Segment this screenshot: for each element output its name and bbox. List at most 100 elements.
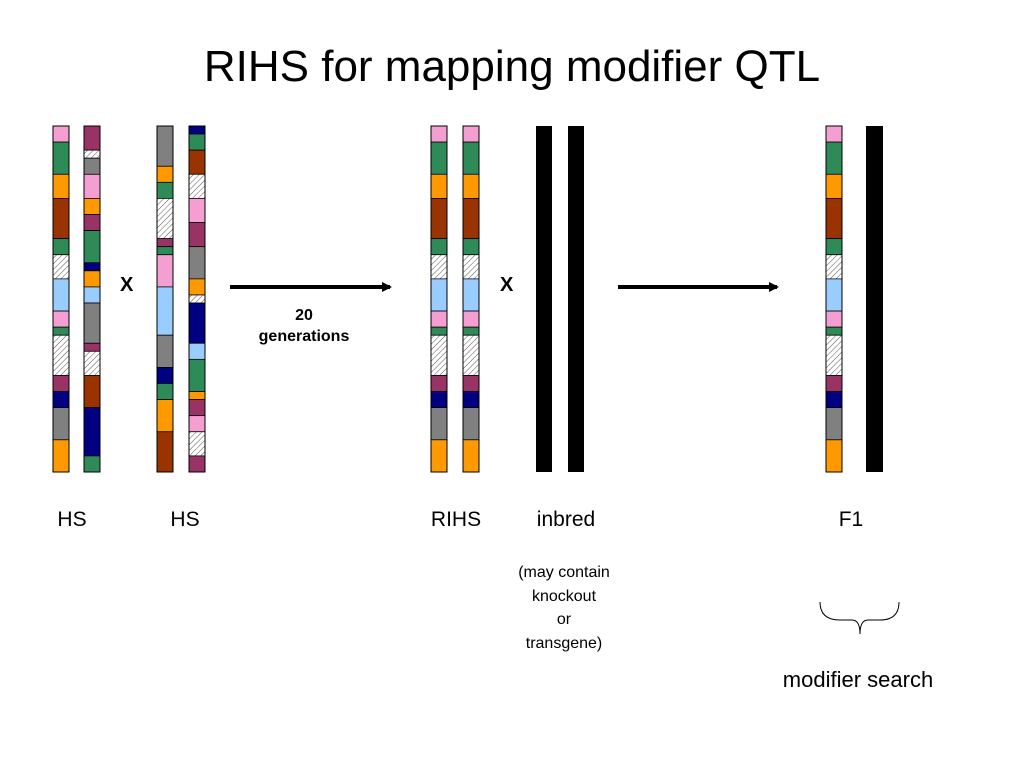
chromosome-segment-orange (156, 399, 174, 433)
chromosome-segment-green (462, 141, 480, 175)
chromosome-segment-hatched (156, 198, 174, 240)
chromosome-segment-hatched (83, 350, 101, 376)
chromosome-segment-hatched (52, 254, 70, 280)
chromosome-outline (430, 125, 448, 473)
chromosome-segment-purple (83, 125, 101, 151)
chromosome-segment-green (156, 383, 174, 400)
chromosome-segment-green (430, 326, 448, 336)
inbred-note-line-3: or (556, 611, 572, 628)
chromosome-segment-pink (825, 310, 843, 328)
chromosome-segment-pink (83, 173, 101, 199)
chromosome-segment-brown (188, 149, 206, 175)
chromosome-segment-navy (83, 407, 101, 457)
chromosome-segment-green (430, 238, 448, 256)
chromosome-segment-green (83, 230, 101, 264)
chromosome-segment-gray (52, 407, 70, 441)
modifier-search-label: modifier search (782, 667, 934, 692)
chromosome-segment-orange (462, 173, 480, 199)
generations-count: 20 (295, 307, 313, 324)
hs-chromosome-1-left (52, 125, 70, 473)
chromosome-segment-gray (825, 407, 843, 441)
chromosome-segment-green (188, 133, 206, 151)
chromosome-segment-pink (52, 310, 70, 328)
chromosome-segment-hatched (52, 334, 70, 376)
chromosome-segment-lightblue (430, 278, 448, 312)
chromosome-segment-orange (430, 173, 448, 199)
chromosome-segment-hatched (188, 294, 206, 304)
chromosome-outline (188, 125, 206, 473)
rihs-chromosome-left (430, 125, 448, 473)
chromosome-outline (83, 125, 101, 473)
chromosome-segment-green (825, 326, 843, 336)
chromosome-segment-brown (430, 198, 448, 240)
chromosome-segment-gray (188, 246, 206, 280)
chromosome-segment-orange (825, 173, 843, 199)
chromosome-segment-hatched (825, 254, 843, 280)
chromosome-segment-gray (156, 334, 174, 368)
chromosome-segment-purple (188, 222, 206, 248)
chromosome-segment-brown (825, 198, 843, 240)
chromosome-segment-orange (83, 198, 101, 215)
chromosome-segment-green (462, 326, 480, 336)
cross-symbol-inbred: X (500, 274, 514, 296)
chromosome-segment-orange (52, 173, 70, 199)
inbred-note-line-4: transgene) (525, 634, 603, 652)
chromosome-segment-gray (83, 302, 101, 344)
chromosome-segment-navy (188, 302, 206, 344)
cross-symbol-hs: X (120, 274, 134, 296)
chromosome-segment-green (52, 326, 70, 336)
inbred-note-line-1: (may contain (518, 564, 610, 581)
chromosome-segment-brown (83, 375, 101, 409)
chromosome-segment-brown (462, 198, 480, 240)
inbred-note-line-2: knockout (531, 587, 597, 605)
chromosome-segment-hatched (462, 334, 480, 376)
chromosome-segment-pink (430, 310, 448, 328)
chromosome-segment-green (156, 246, 174, 256)
chromosome-segment-orange (83, 270, 101, 288)
f1-chromosome-rihs (825, 125, 843, 473)
chromosome-segment-green (83, 455, 101, 473)
chromosome-segment-green (156, 181, 174, 199)
chromosome-segment-lightblue (188, 342, 206, 360)
chromosome-segment-navy (462, 391, 480, 409)
inbred-chromosome-right (568, 126, 584, 472)
chromosome-segment-gray (430, 407, 448, 441)
slide-title: RIHS for mapping modifier QTL (203, 42, 821, 91)
chromosome-segment-lightblue (156, 286, 174, 336)
chromosome-segment-lightblue (462, 278, 480, 312)
chromosome-segment-purple (188, 399, 206, 417)
chromosome-segment-green (188, 358, 206, 392)
chromosome-segment-purple (83, 342, 101, 352)
generations-word: generations (258, 328, 350, 345)
chromosome-segment-brown (52, 198, 70, 240)
f1-chromosome-inbred (866, 126, 883, 472)
chromosome-segment-purple (52, 375, 70, 392)
chromosome-segment-purple (462, 375, 480, 392)
inbred-note: (may contain knockout or transgene) (494, 561, 634, 655)
chromosome-segment-purple (825, 375, 843, 392)
chromosome-segment-gray (462, 407, 480, 441)
hs-chromosome-1-right (83, 125, 101, 473)
chromosome-segment-pink (430, 125, 448, 143)
modifier-brace (819, 601, 900, 635)
chromosome-segment-navy (52, 391, 70, 409)
label-rihs: RIHS (430, 508, 482, 531)
chromosome-segment-orange (156, 165, 174, 183)
chromosome-segment-orange (462, 439, 480, 473)
chromosome-segment-hatched (430, 254, 448, 280)
chromosome-segment-pink (825, 125, 843, 143)
chromosome-segment-gray (156, 125, 174, 167)
chromosome-segment-green (52, 238, 70, 256)
hs-chromosome-2-right (188, 125, 206, 473)
chromosome-segment-lightblue (52, 278, 70, 312)
chromosome-segment-orange (52, 439, 70, 473)
chromosome-segment-green (462, 238, 480, 256)
generations-label: 20 generations (236, 305, 372, 347)
chromosome-outline (825, 125, 843, 473)
chromosome-segment-hatched (430, 334, 448, 376)
hs-chromosome-2-left (156, 125, 174, 473)
chromosome-segment-green (825, 238, 843, 256)
label-hs-2: HS (170, 508, 200, 531)
chromosome-segment-lightblue (83, 286, 101, 304)
chromosome-segment-pink (462, 310, 480, 328)
